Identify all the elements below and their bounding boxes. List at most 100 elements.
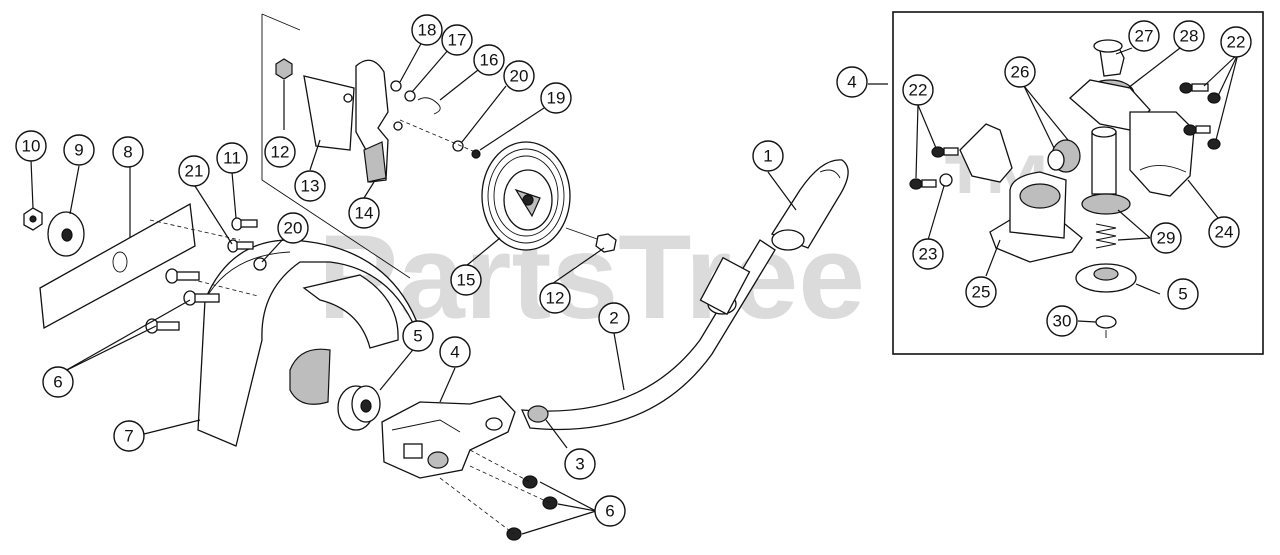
callout-13: 13 (294, 170, 326, 202)
svg-text:17: 17 (448, 31, 467, 50)
retaining-ring (1095, 315, 1117, 338)
svg-text:4: 4 (450, 343, 459, 362)
callout-20-top: 20 (503, 60, 535, 92)
leader-lines (30, 39, 1239, 535)
callout-16: 16 (473, 44, 505, 76)
watermark: PartsTree ™ (318, 130, 1058, 344)
spindle (1081, 126, 1131, 249)
callout-2: 2 (598, 302, 630, 334)
svg-text:20: 20 (284, 219, 303, 238)
bearing (337, 385, 381, 431)
callout-3: 3 (564, 448, 596, 480)
callout-14: 14 (348, 197, 380, 229)
shaft-clamp (527, 405, 549, 423)
callout-12-bottom: 12 (539, 282, 571, 314)
inset-bearing (1075, 263, 1137, 293)
callout-6-right: 6 (594, 495, 626, 527)
svg-text:9: 9 (74, 141, 83, 160)
blade-nut (23, 207, 43, 231)
wheel-bracket (303, 59, 403, 183)
callout-22-right: 22 (1220, 26, 1252, 58)
callout-5-inset: 5 (1167, 278, 1199, 310)
shaft-tube (520, 239, 776, 431)
callout-4: 4 (439, 336, 471, 368)
washer (47, 211, 85, 257)
callout-9: 9 (63, 134, 95, 166)
svg-text:15: 15 (457, 271, 476, 290)
callout-15: 15 (450, 264, 482, 296)
callout-21: 21 (178, 155, 210, 187)
svg-text:21: 21 (185, 162, 204, 181)
handle (771, 159, 849, 251)
callout-19: 19 (540, 82, 572, 114)
svg-text:2: 2 (609, 309, 618, 328)
svg-text:6: 6 (605, 502, 614, 521)
svg-text:24: 24 (1215, 223, 1234, 242)
callout-4-inset: 4 (836, 66, 868, 98)
svg-text:28: 28 (1180, 27, 1199, 46)
callout-25: 25 (965, 276, 997, 308)
svg-text:4: 4 (847, 73, 856, 92)
callout-20-mid: 20 (277, 212, 309, 244)
callout-1: 1 (752, 140, 784, 172)
callout-12-top: 12 (264, 136, 296, 168)
wheel-hardware (275, 58, 481, 159)
callouts: 1 2 3 4 5 5 6 6 7 8 9 10 11 12 12 13 14 … (15, 14, 1252, 527)
main-assembly (23, 58, 849, 541)
svg-text:12: 12 (546, 289, 565, 308)
callout-23: 23 (912, 238, 944, 270)
svg-text:18: 18 (418, 21, 437, 40)
svg-text:5: 5 (1178, 285, 1187, 304)
blade-guard (197, 239, 421, 447)
callout-24: 24 (1208, 216, 1240, 248)
callout-17: 17 (441, 24, 473, 56)
svg-text:22: 22 (909, 81, 928, 100)
callout-30: 30 (1046, 305, 1078, 337)
svg-text:27: 27 (1135, 27, 1154, 46)
callout-7: 7 (113, 420, 145, 452)
callout-5: 5 (402, 320, 434, 352)
bevel-gear (1047, 139, 1081, 173)
svg-text:6: 6 (53, 373, 62, 392)
callout-8: 8 (112, 136, 144, 168)
svg-text:22: 22 (1227, 33, 1246, 52)
svg-text:8: 8 (123, 143, 132, 162)
inset-detail (892, 11, 1264, 355)
svg-text:20: 20 (510, 67, 529, 86)
wheel-bolt (565, 227, 617, 253)
svg-text:16: 16 (480, 51, 499, 70)
callout-26: 26 (1004, 56, 1036, 88)
upper-gear-case (1069, 39, 1195, 197)
svg-text:12: 12 (271, 143, 290, 162)
svg-text:29: 29 (1157, 229, 1176, 248)
wheel-bracket-panel (261, 13, 411, 279)
svg-text:10: 10 (22, 137, 41, 156)
svg-text:30: 30 (1053, 312, 1072, 331)
svg-text:23: 23 (919, 245, 938, 264)
svg-text:26: 26 (1011, 63, 1030, 82)
callout-18: 18 (411, 14, 443, 46)
callout-11: 11 (216, 142, 248, 174)
gear-head-nuts (439, 449, 558, 541)
svg-text:7: 7 (124, 427, 133, 446)
svg-text:11: 11 (223, 149, 241, 168)
svg-text:19: 19 (547, 89, 566, 108)
inset-screws (909, 82, 1221, 190)
callout-22-left: 22 (902, 74, 934, 106)
wheel (481, 141, 571, 251)
svg-text:13: 13 (301, 177, 320, 196)
callout-27: 27 (1128, 20, 1160, 52)
callout-29: 29 (1150, 222, 1182, 254)
svg-text:3: 3 (575, 455, 584, 474)
svg-text:5: 5 (413, 327, 422, 346)
svg-text:1: 1 (763, 147, 772, 166)
gear-head (381, 395, 516, 479)
callout-28: 28 (1173, 20, 1205, 52)
svg-text:14: 14 (355, 204, 374, 223)
svg-text:25: 25 (972, 283, 991, 302)
callout-6-left: 6 (42, 366, 74, 398)
callout-10: 10 (15, 130, 47, 162)
blade (39, 202, 196, 330)
guard-mount-bolts (149, 217, 267, 271)
